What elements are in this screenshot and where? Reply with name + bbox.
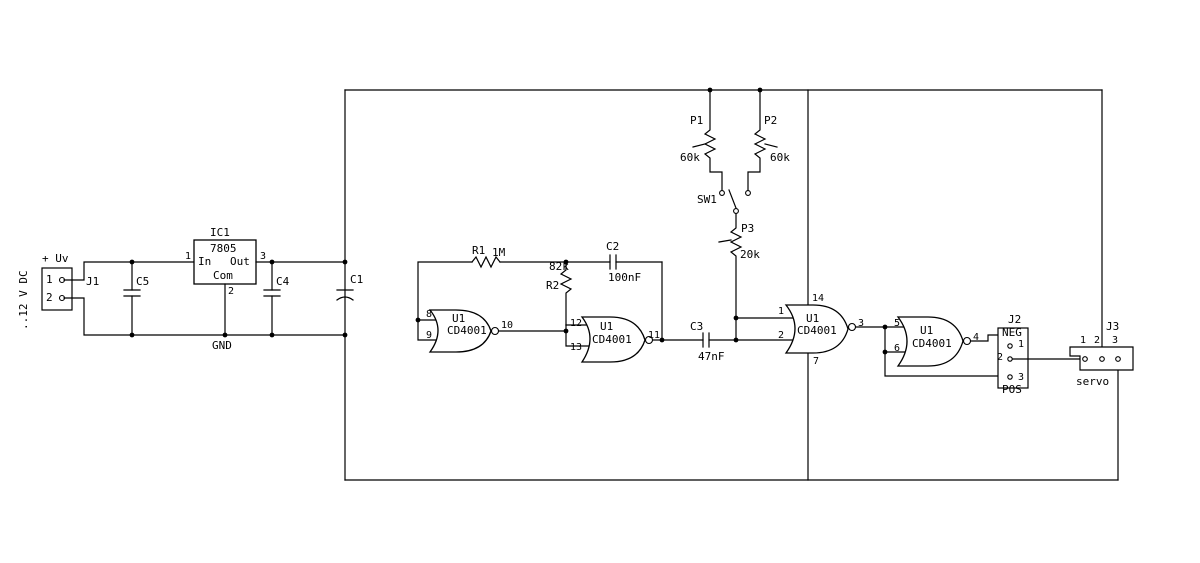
- c2-value: 100nF: [608, 271, 641, 284]
- gate2-pin-b: 13: [570, 342, 582, 353]
- gate3-vdd: 14: [812, 293, 824, 304]
- gate1-ref: U1: [452, 312, 465, 325]
- j1-label: J1: [86, 275, 99, 288]
- j3-pin3-label: 3: [1112, 335, 1118, 346]
- gate3-pin-out: 3: [858, 318, 864, 329]
- j3-pin1-label: 1: [1080, 335, 1086, 346]
- c1-label: C1: [350, 273, 363, 286]
- r2-value: 82k: [549, 260, 569, 273]
- gate3-vss: 7: [813, 356, 819, 367]
- j1-connector-body: [41, 267, 73, 311]
- gate2-pin-out: 11: [648, 330, 660, 341]
- gate4-pin-out: 4: [973, 332, 979, 343]
- j2-pin3-label: 3: [1018, 372, 1024, 383]
- frame-wires: [344, 89, 1119, 481]
- c2-label: C2: [606, 240, 619, 253]
- gate4-ref: U1: [920, 324, 933, 337]
- ic1-com-label: Com: [213, 269, 233, 282]
- gate2-part: CD4001: [592, 333, 632, 346]
- pot-section: P1 60k P2 60k SW1 P3 20k: [680, 87, 794, 341]
- r1-value: 1M: [492, 246, 506, 259]
- c3-label: C3: [690, 320, 703, 333]
- nor-gate-1: [428, 309, 492, 353]
- r2-label: R2: [546, 279, 559, 292]
- gate1-pin-b: 9: [426, 330, 432, 341]
- gate3-pin-a: 1: [778, 306, 784, 317]
- gate4-pin-a: 5: [894, 318, 900, 329]
- gate2-ref: U1: [600, 320, 613, 333]
- p3-value: 20k: [740, 248, 760, 261]
- power-supply-section: ..12 V DC + Uv 1 2 J1 C5 IC1 7805 In Out…: [17, 226, 363, 352]
- j3-pin2-label: 2: [1094, 335, 1100, 346]
- j1-pin1-label: 1: [46, 273, 53, 286]
- j3-servo-connector: J3 1 2 3 servo: [1069, 320, 1134, 388]
- j2-neg-label: NEG: [1002, 326, 1022, 339]
- gate4-pin-b: 6: [894, 343, 900, 354]
- gnd-label: GND: [212, 339, 232, 352]
- p1-label: P1: [690, 114, 703, 127]
- c5-label: C5: [136, 275, 149, 288]
- ic1-in-label: In: [198, 255, 211, 268]
- header-label: + Uv: [42, 252, 69, 265]
- ic1-out-label: Out: [230, 255, 250, 268]
- j1-pin2-label: 2: [46, 291, 53, 304]
- gate3-pin-b: 2: [778, 330, 784, 341]
- ic1-pin-out: 3: [260, 251, 266, 262]
- ic1-name: IC1: [210, 226, 230, 239]
- ic1-pin-in: 1: [185, 251, 191, 262]
- oscillator-section: R1 1M C2 100nF 82k R2 8 9 U1 CD4001 10: [415, 240, 794, 363]
- r1-label: R1: [472, 244, 485, 257]
- c4-label: C4: [276, 275, 290, 288]
- gate1-pin-out: 10: [501, 320, 513, 331]
- gate1-pin-a: 8: [426, 309, 432, 320]
- j3-name: servo: [1076, 375, 1109, 388]
- sw1-label: SW1: [697, 193, 717, 206]
- p1-value: 60k: [680, 151, 700, 164]
- j2-pos-label: POS: [1002, 383, 1022, 396]
- gate3-section: 14 1 2 U1 CD4001 3 7: [778, 293, 886, 367]
- gate3-part: CD4001: [797, 324, 837, 337]
- j2-pin1-label: 1: [1018, 339, 1024, 350]
- nor-gate-4: [896, 316, 964, 367]
- p2-label: P2: [764, 114, 777, 127]
- ic1-pin-com: 2: [228, 286, 234, 297]
- gate3-ref: U1: [806, 312, 819, 325]
- j2-connector: J2 NEG 1 2 3 POS: [997, 313, 1083, 396]
- j3-label: J3: [1106, 320, 1119, 333]
- p2-value: 60k: [770, 151, 790, 164]
- nor-gate-3: [784, 304, 849, 354]
- ic1-part: 7805: [210, 242, 237, 255]
- gate2-pin-a: 12: [570, 318, 582, 329]
- j2-pin2-label: 2: [997, 352, 1003, 363]
- gate4-section: 5 6 U1 CD4001 4: [882, 316, 1004, 377]
- j2-label: J2: [1008, 313, 1021, 326]
- supply-voltage-label: ..12 V DC: [17, 270, 30, 330]
- gate4-part: CD4001: [912, 337, 952, 350]
- c3-value: 47nF: [698, 350, 725, 363]
- nor-gate-2: [580, 316, 646, 363]
- gate1-part: CD4001: [447, 324, 487, 337]
- p3-label: P3: [741, 222, 754, 235]
